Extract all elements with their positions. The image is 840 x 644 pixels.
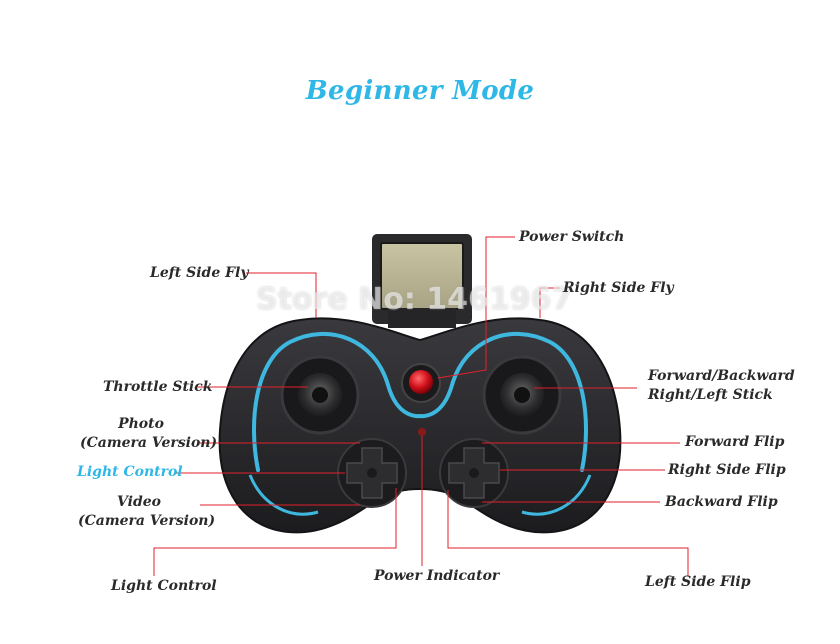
watermark: Store No: 1461967 <box>256 282 573 317</box>
label-photo-camera-version: (Camera Version) <box>80 435 218 451</box>
power-button[interactable] <box>401 363 441 403</box>
label-right-side-flip: Right Side Flip <box>668 462 786 478</box>
label-forward-backward: Forward/Backward <box>648 368 795 384</box>
page-title: Beginner Mode <box>305 76 535 106</box>
controller-trim <box>252 331 588 472</box>
leader-lines <box>153 236 689 576</box>
label-photo: Photo <box>118 416 164 432</box>
left-dpad[interactable] <box>337 438 407 508</box>
right-stick[interactable] <box>482 355 562 435</box>
label-left-side-fly: Left Side Fly <box>150 265 249 281</box>
label-power-switch: Power Switch <box>519 229 625 245</box>
label-left-side-flip: Left Side Flip <box>645 574 751 590</box>
label-backward-flip: Backward Flip <box>665 494 778 510</box>
label-throttle-stick: Throttle Stick <box>103 379 213 395</box>
lcd-screen <box>372 234 472 328</box>
label-video-camera-version: (Camera Version) <box>78 513 216 529</box>
label-light-control: Light Control <box>111 578 217 594</box>
label-forward-flip: Forward Flip <box>685 434 785 450</box>
label-right-side-fly: Right Side Fly <box>563 280 674 296</box>
label-light-control-blue: Light Control <box>77 464 183 480</box>
right-dpad[interactable] <box>439 438 509 508</box>
label-right-left-stick: Right/Left Stick <box>648 387 773 403</box>
left-stick[interactable] <box>280 355 360 435</box>
label-power-indicator: Power Indicator <box>374 568 500 584</box>
power-indicator-led <box>418 428 426 436</box>
label-video: Video <box>117 494 161 510</box>
